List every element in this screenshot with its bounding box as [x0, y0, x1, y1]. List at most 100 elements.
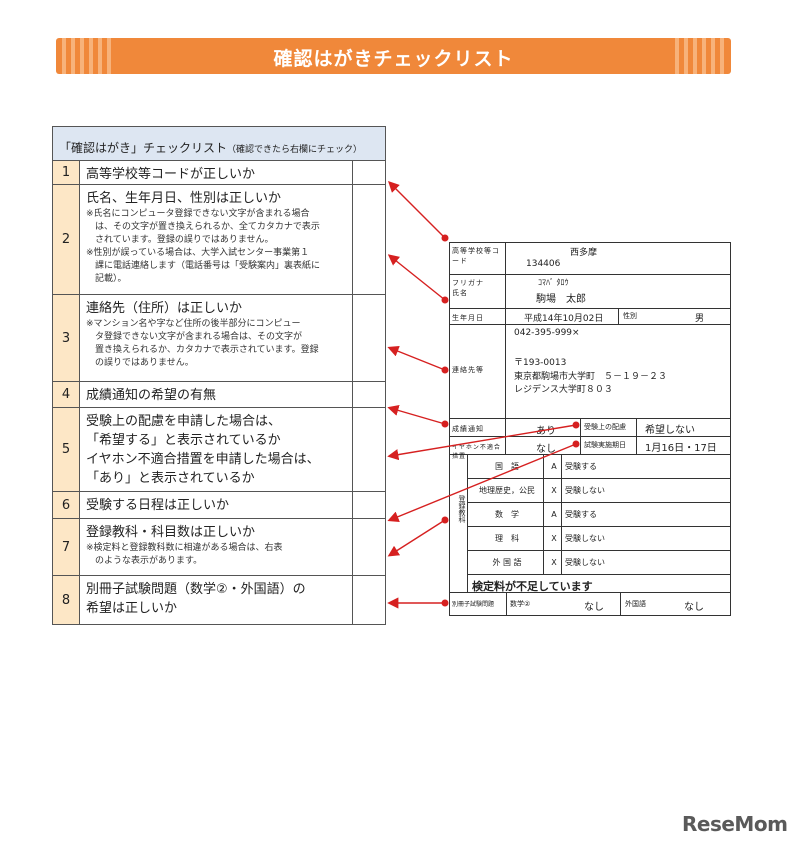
subject-status: 受験する [565, 462, 597, 471]
row-note-text: されています。登録の誤りではありません。 [95, 235, 274, 245]
exam-date-value: 1月16日・17日 [636, 437, 725, 454]
subject-status: 受験しない [565, 558, 605, 567]
subject-name: 数 学 [468, 503, 544, 526]
arrow-7 [387, 519, 446, 557]
row-text: 登録教科・科目数は正しいか ※検定料と登録教科数に相違がある場合は、右表のような表… [80, 519, 353, 575]
subject-code: X [544, 551, 562, 574]
row-main-text: 受験上の配慮を申請した場合は、 [86, 414, 282, 429]
row-main-text: 別冊子試験問題（数学②・外国語）の [86, 582, 306, 597]
subject-status: 受験しない [565, 486, 605, 495]
contact-label: 連絡先等 [450, 325, 506, 418]
arrow-1 [388, 181, 446, 239]
birth-label: 生年月日 [450, 309, 506, 324]
title-banner: 確認はがきチェックリスト [56, 38, 731, 74]
subject-code: A [544, 455, 562, 478]
booklet-label: 別冊子試験問題 [452, 601, 495, 608]
subject-name: 地理歴史，公民 [468, 479, 544, 502]
row-main-text: 登録教科・科目数は正しいか [86, 525, 256, 540]
subject-name: 理 科 [468, 527, 544, 550]
school-name: 西多摩 [570, 248, 598, 258]
subject-code: X [544, 527, 562, 550]
subject-code: X [544, 479, 562, 502]
row-note-text: ※性別が誤っている場合は、大学入試センター事業第１ [86, 248, 310, 258]
address-line-2: レジデンス大学町８０３ [514, 385, 613, 395]
arrow-6 [387, 443, 577, 523]
checklist-header-note: （確認できたら右欄にチェック） [227, 145, 363, 155]
confirmation-postcard: 高等学校等コード 西多摩 134406 フリガナ氏名 ｺﾏﾊﾞ ﾀﾛｳ 駒場 太… [449, 242, 731, 616]
exam-date-label: 試験実施期日 [580, 437, 629, 454]
accommodation-value: 希望しない [636, 419, 703, 436]
subjects-label: 登録教科 [450, 455, 468, 592]
row-note-text: 記載）。 [95, 274, 127, 284]
row-main-text: 「あり」と表示されているか [86, 471, 255, 486]
row-text: 別冊子試験問題（数学②・外国語）の希望は正しいか [80, 576, 353, 624]
score-value: あり [536, 426, 556, 437]
row-main-text: 「希望する」と表示されているか [86, 433, 281, 448]
kana-label: フリガナ [452, 279, 484, 287]
contact-row: 連絡先等 042-395-999× 〒193-0013 東京都駒場市大学町 ５－… [450, 325, 730, 419]
name-value: 駒場 太郎 [536, 294, 586, 305]
math2-label: 数学② [506, 593, 533, 615]
row-note-text: ※氏名にコンピュータ登録できない文字が含まれる場合 [86, 209, 310, 219]
row-main-text: 高等学校等コードが正しいか [86, 167, 256, 182]
row-text: 受験する日程は正しいか [80, 492, 353, 518]
school-code: 134406 [526, 259, 561, 269]
earphone-row: イヤホン不適合措置 なし 試験実施期日 1月16日・17日 [450, 437, 730, 460]
banner-stripes-right [675, 38, 725, 74]
row-note-text: タ登録できない文字が含まれる場合は、その文字が [95, 332, 303, 342]
arrow-4 [387, 404, 446, 425]
subject-name: 外 国 語 [468, 551, 544, 574]
banner-stripes-left [62, 38, 112, 74]
arrow-2 [387, 254, 446, 301]
checklist-header: 「確認はがき」チェックリスト（確認できたら右欄にチェック） [53, 127, 385, 161]
row-text: 氏名、生年月日、性別は正しいか ※氏名にコンピュータ登録できない文字が含まれる場合… [80, 185, 353, 294]
row-note-text: は、その文字が置き換えられるか、全てカタカナで表示 [95, 222, 320, 232]
name-label: 氏名 [452, 289, 468, 297]
score-row: 成績通知 あり 受験上の配慮 希望しない [450, 419, 730, 437]
row-main-text: 氏名、生年月日、性別は正しいか [86, 191, 282, 206]
subject-status: 受験する [565, 510, 597, 519]
row-text: 連絡先（住所）は正しいか※マンション名や字など住所の後半部分にコンピュータ登録で… [80, 295, 353, 381]
booklet-row: 別冊子試験問題 数学② なし 外国語 なし [450, 593, 730, 615]
row-main-text: 成績通知の希望の有無 [86, 388, 217, 403]
score-label: 成績通知 [450, 419, 506, 436]
page-title: 確認はがきチェックリスト [273, 48, 514, 70]
row-main-text: イヤホン不適合措置を申請した場合は、 [86, 452, 320, 467]
math2-value: なし [584, 602, 604, 613]
row-number: 1 [53, 161, 80, 184]
accommodation-label: 受験上の配慮 [580, 419, 629, 436]
row-note-text: ※検定料と登録教科数に相違がある場合は、右表 [86, 543, 283, 553]
row-number: 8 [53, 576, 80, 624]
name-row: フリガナ氏名 ｺﾏﾊﾞ ﾀﾛｳ 駒場 太郎 [450, 275, 730, 309]
row-number: 3 [53, 295, 80, 381]
checklist-row: 7 登録教科・科目数は正しいか ※検定料と登録教科数に相違がある場合は、右表のような… [53, 519, 385, 576]
address-line-1: 東京都駒場市大学町 ５－１９－２３ [514, 372, 668, 382]
row-number: 5 [53, 408, 80, 491]
postal-code: 〒193-0013 [514, 358, 567, 368]
subject-code: A [544, 503, 562, 526]
row-text: 受験上の配慮を申請した場合は、「希望する」と表示されているかイヤホン不適合措置を… [80, 408, 353, 491]
phone: 042-395-999× [514, 328, 580, 338]
birth-value: 平成14年10月02日 [524, 314, 604, 324]
fee-shortage-notice: 検定料が不足しています [472, 580, 593, 593]
row-note-text: の誤りではありません。 [95, 358, 194, 368]
earphone-value: なし [536, 444, 556, 455]
sex-value: 男 [695, 314, 705, 324]
sex-label: 性別 [618, 309, 641, 324]
row-note-text: のような表示があります。 [95, 556, 203, 566]
checklist-row: 1 高等学校等コードが正しいか [53, 161, 385, 185]
school-code-label: 高等学校等コード [450, 243, 506, 274]
row-number: 7 [53, 519, 80, 575]
subject-name: 国 語 [468, 455, 544, 478]
row-number: 6 [53, 492, 80, 518]
